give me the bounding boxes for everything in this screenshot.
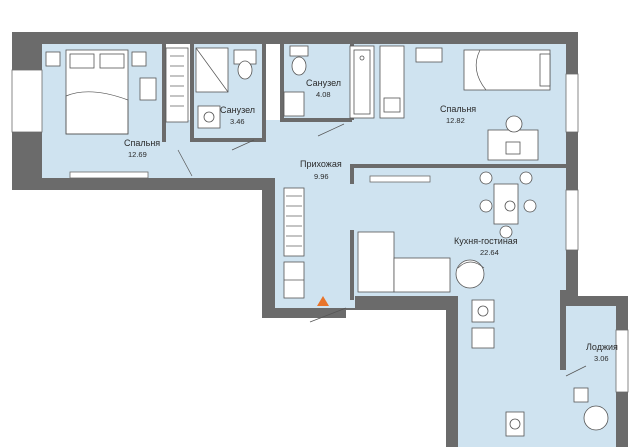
room-labels: Спальня 12.69 Санузел 3.46 Санузел 4.08 …	[124, 78, 618, 363]
bathroom-1-furniture	[195, 47, 257, 129]
window-icon	[69, 171, 149, 179]
window-icon	[369, 175, 431, 183]
room-area-bathroom-2: 4.08	[316, 90, 331, 99]
door-swing-icon	[309, 307, 347, 323]
room-name-bedroom-left: Спальня	[124, 138, 160, 148]
door-swings	[177, 123, 587, 377]
door-swing-icon	[317, 123, 345, 137]
room-area-kitchen-living: 22.64	[480, 248, 499, 257]
kitchen-furniture	[357, 171, 537, 437]
window-icon	[565, 73, 579, 133]
room-area-bedroom-right: 12.82	[446, 116, 465, 125]
windows	[11, 69, 629, 393]
room-name-bedroom-right: Спальня	[440, 104, 476, 114]
bathroom-2-furniture	[283, 45, 405, 119]
room-name-kitchen-living: Кухня-гостиная	[454, 236, 518, 246]
window-icon	[615, 329, 629, 393]
room-area-bathroom-1: 3.46	[230, 117, 245, 126]
window-icon	[565, 189, 579, 251]
door-swing-icon	[565, 365, 587, 377]
room-name-hallway: Прихожая	[300, 159, 342, 169]
hallway-furniture	[283, 187, 305, 299]
bedroom-right-furniture	[415, 47, 551, 161]
room-name-bathroom-2: Санузел	[306, 78, 341, 88]
door-swing-icon	[177, 149, 193, 177]
bedroom-left-furniture	[45, 47, 189, 135]
room-name-loggia: Лоджия	[586, 342, 618, 352]
entrance-arrow-icon	[317, 296, 329, 306]
room-area-hallway: 9.96	[314, 172, 329, 181]
window-icon	[11, 69, 43, 133]
room-area-loggia: 3.06	[594, 354, 609, 363]
room-name-bathroom-1: Санузел	[220, 105, 255, 115]
room-area-bedroom-left: 12.69	[128, 150, 147, 159]
door-swing-icon	[231, 139, 255, 151]
loggia-furniture	[573, 387, 609, 431]
